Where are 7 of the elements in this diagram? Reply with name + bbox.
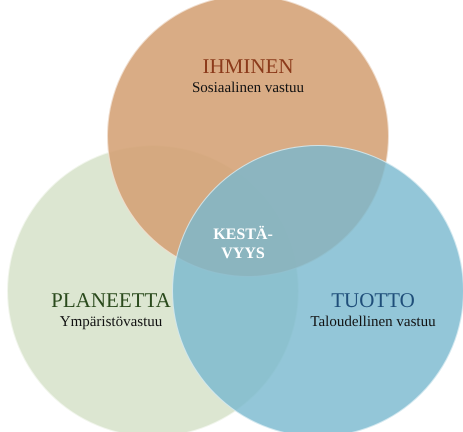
circle-heading: IHMINEN (202, 54, 294, 80)
center-label: KESTÄ-VYYS (212, 225, 274, 264)
circle-subtitle: Sosiaalinen vastuu (192, 79, 304, 98)
circle-heading: TUOTTO (331, 288, 415, 314)
circle-subtitle: Ympäristövastuu (60, 313, 162, 332)
circle-heading: PLANEETTA (51, 288, 171, 314)
circle-subtitle: Taloudellinen vastuu (310, 313, 436, 332)
